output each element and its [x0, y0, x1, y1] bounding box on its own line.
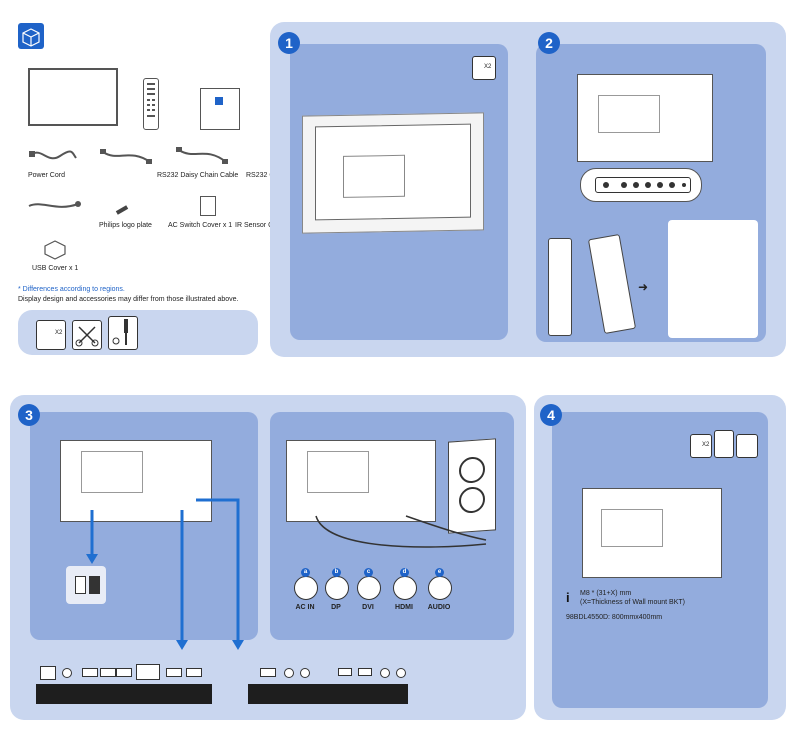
step3-display-back-right	[286, 440, 436, 522]
rs232-daisy-label: RS232 Daisy Chain Cable	[157, 172, 239, 179]
dvi-port	[136, 664, 160, 680]
quick-start-guide	[200, 88, 240, 130]
connector-label-ac-in: AC IN	[295, 604, 315, 611]
connector-badge-a: a	[301, 568, 310, 577]
step4-screwdriver-icon	[714, 430, 734, 458]
hdmi-port-2	[100, 668, 116, 677]
mount-model-spec: 98BDL4550D: 800mmx400mm	[566, 614, 663, 621]
info-icon: i	[566, 590, 570, 605]
rs232-in-port	[380, 668, 390, 678]
hdmi-connector-icon	[393, 576, 417, 600]
screwdriver-icon	[108, 316, 138, 350]
ac-switch-cover-icon	[200, 196, 216, 216]
connector-badge-d: d	[400, 568, 409, 577]
scissors-icon	[72, 320, 102, 350]
step-4-badge: 4	[540, 404, 562, 426]
hand-screw-icon	[36, 320, 66, 350]
rs232-out-port	[396, 668, 406, 678]
connector-label-audio: AUDIO	[427, 604, 451, 611]
step-1-badge: 1	[278, 32, 300, 54]
usb-cover-icon	[44, 240, 66, 260]
ac-switch-zoom	[66, 566, 106, 604]
rs232-cable-icon	[176, 147, 228, 164]
connector-badge-b: b	[332, 568, 341, 577]
remote-control	[143, 78, 159, 130]
arrow-right-icon: ➜	[638, 280, 649, 294]
control-panel-zoom	[580, 168, 702, 202]
ac-switch-cover-label: AC Switch Cover x 1	[168, 222, 233, 229]
step4-display-back	[582, 488, 722, 578]
rs232-label: RS232 Cable	[246, 172, 288, 179]
hdmi-out-port	[260, 668, 276, 677]
dp-connector-icon	[325, 576, 349, 600]
connector-badge-e: e	[435, 568, 444, 577]
connector-label-hdmi: HDMI	[395, 604, 413, 611]
step4-screw-count: X2	[702, 442, 710, 448]
connector-badge-c: c	[364, 568, 373, 577]
box-icon	[18, 23, 44, 49]
power-cord-label: Power Cord	[28, 172, 65, 179]
audio-connector-icon	[428, 576, 452, 600]
step2-display-back	[577, 74, 713, 162]
tools-screws-count: X2	[55, 330, 63, 336]
battery-insertion-panel	[668, 220, 758, 338]
step2-remote-front	[548, 238, 572, 336]
hdmi-port-1	[82, 668, 98, 677]
power-cord-icon	[29, 150, 77, 160]
usb-port-1	[338, 668, 352, 676]
ir-out-port	[300, 668, 310, 678]
audio-port	[62, 668, 72, 678]
hdmi-port-3	[166, 668, 182, 677]
mount-thickness-note: (X=Thickness of Wall mount BKT)	[580, 599, 685, 606]
step1-screw-count: X2	[484, 64, 492, 70]
io-label-bar-right	[248, 684, 408, 704]
ir-sensor-label: IR Sensor Cable	[235, 222, 287, 229]
display-front	[28, 68, 118, 126]
step1-screw-icon	[472, 56, 496, 80]
mount-screw-spec: M8 * (31+X) mm	[580, 590, 632, 597]
io-label-bar-left	[36, 684, 212, 704]
connector-label-dvi: DVI	[362, 604, 374, 611]
ac-in-connector-icon	[294, 576, 318, 600]
rs232-daisy-cable-icon	[100, 149, 152, 164]
usb-port-2	[358, 668, 372, 676]
rj45-port	[40, 666, 56, 680]
dvi-connector-icon	[357, 576, 381, 600]
ir-cable-icon	[28, 201, 81, 208]
logo-plate-label: Philips logo plate	[99, 222, 152, 229]
step4-drill-icon	[736, 434, 758, 458]
dp-port	[116, 668, 132, 677]
note-design: Display design and accessories may diffe…	[18, 296, 239, 303]
step-3-badge: 3	[18, 404, 40, 426]
step3-cables	[315, 515, 487, 548]
ir-in-port	[284, 668, 294, 678]
connector-label-dp: DP	[331, 604, 341, 611]
step4-screw-icon	[690, 434, 712, 458]
step-2-badge: 2	[538, 32, 560, 54]
usb-cover-label: USB Cover x 1	[32, 265, 79, 272]
hdmi-port-4	[186, 668, 202, 677]
note-regions: * Differences according to regions.	[18, 286, 125, 293]
step3-display-back-left	[60, 440, 212, 522]
